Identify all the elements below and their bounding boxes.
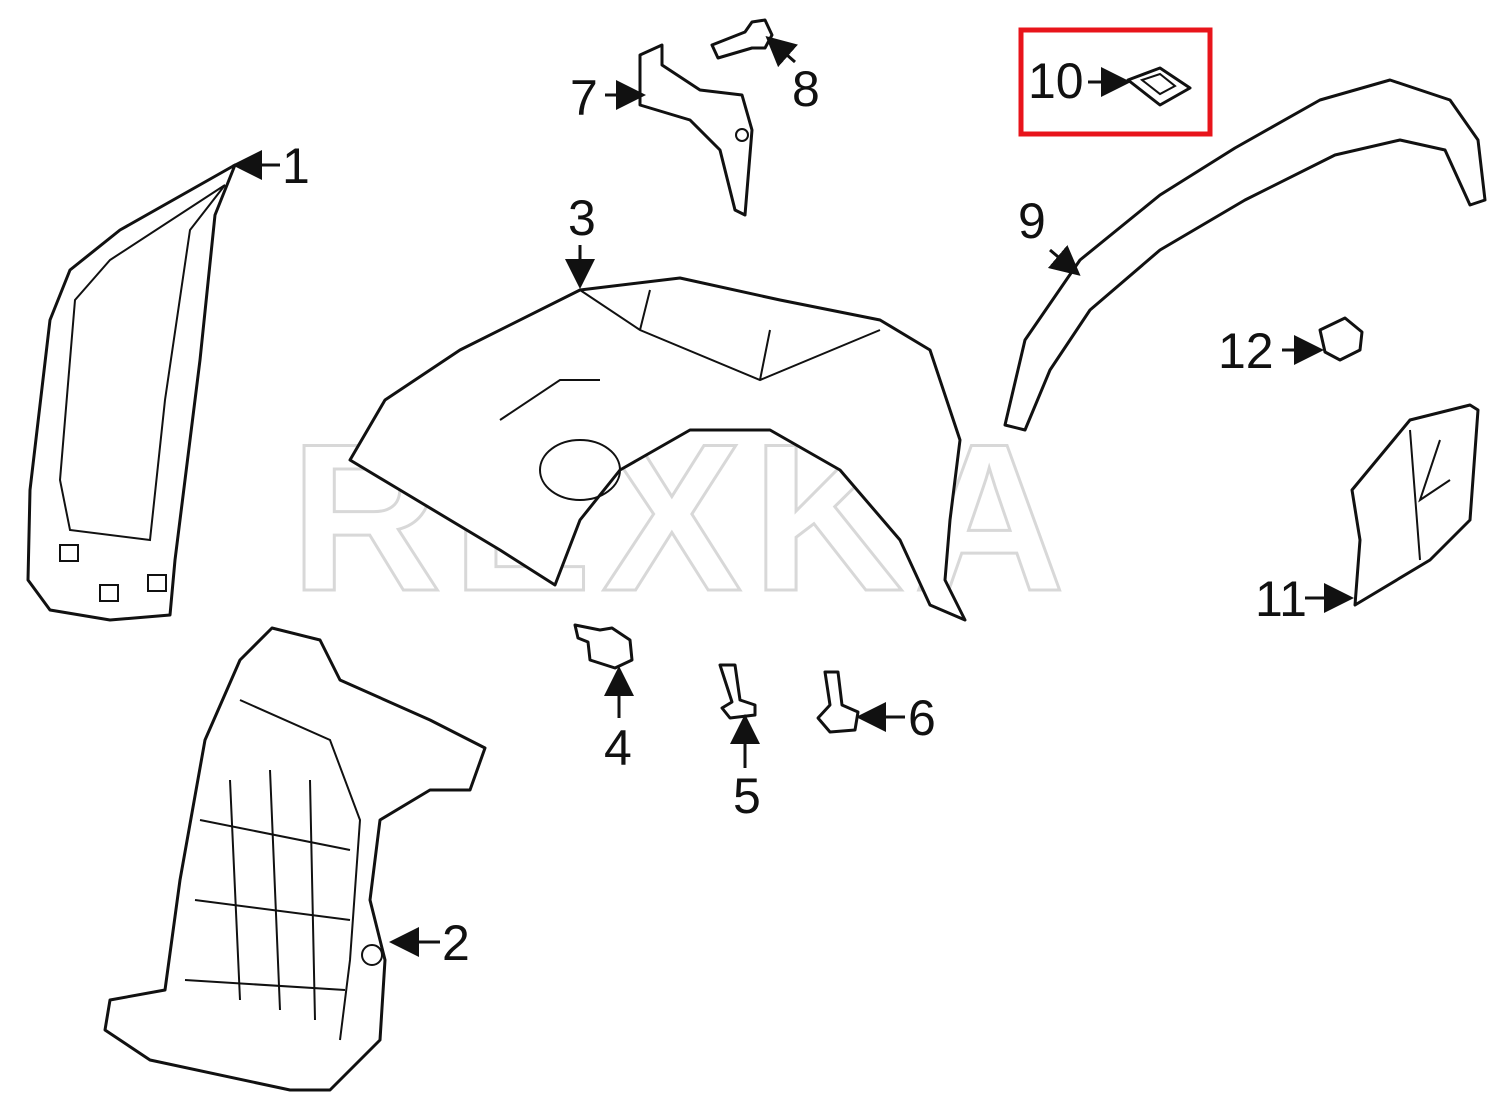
callout-2: 2 <box>442 915 470 971</box>
highlight-box <box>1018 27 1213 137</box>
part-12-retainer <box>1318 316 1364 362</box>
callout-1: 1 <box>282 138 310 194</box>
part-7-bracket <box>638 43 754 217</box>
callout-11: 11 <box>1255 571 1307 627</box>
callout-12: 12 <box>1218 323 1274 379</box>
callout-7: 7 <box>570 70 598 126</box>
callout-4: 4 <box>604 720 632 776</box>
callout-8: 8 <box>792 61 820 117</box>
callout-6: 6 <box>908 690 936 746</box>
callout-5: 5 <box>733 768 761 824</box>
part-1-front-panel <box>26 163 237 622</box>
callout-arrows <box>232 36 1354 957</box>
part-3-wheelhouse-liner <box>348 276 967 622</box>
callout-10: 10 <box>1028 53 1084 109</box>
part-10-clip <box>1126 66 1192 107</box>
callout-3: 3 <box>568 190 596 246</box>
part-2-rear-liner <box>103 626 487 1092</box>
part-8-bolt <box>710 18 774 60</box>
part-5-bolt <box>718 663 757 720</box>
callout-9: 9 <box>1018 193 1046 249</box>
part-4-retainer <box>573 623 634 670</box>
part-6-flange-bolt <box>816 670 860 734</box>
part-9-molding <box>1003 78 1487 432</box>
part-11-splash-guard <box>1350 403 1480 607</box>
